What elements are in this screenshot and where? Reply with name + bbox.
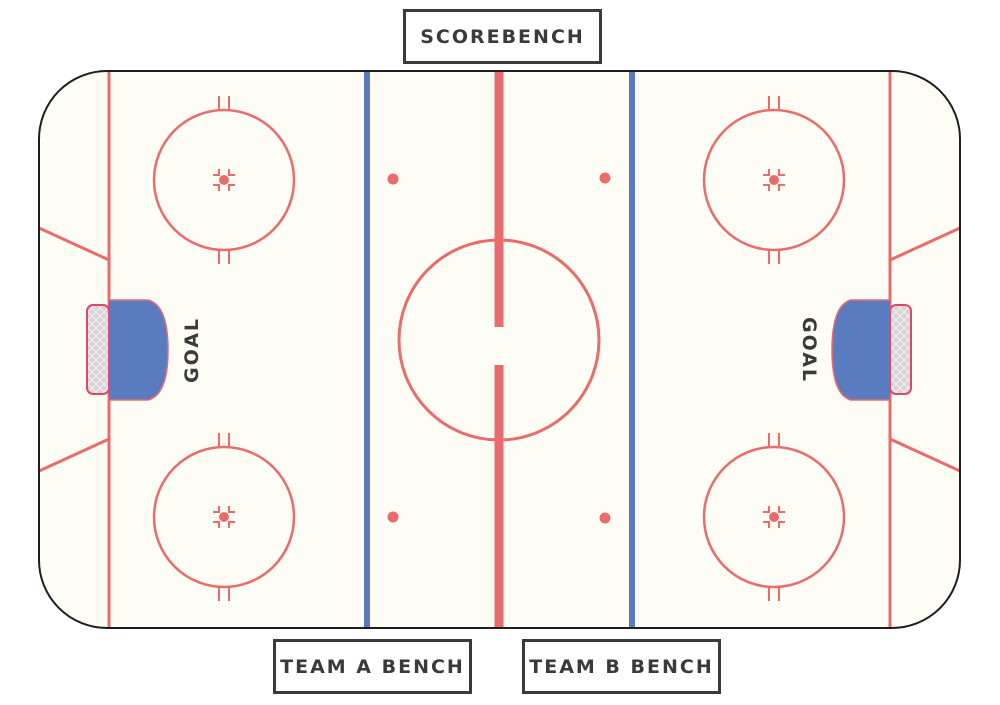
neutral-dot-bottom-left (387, 511, 399, 523)
goal-net-left (86, 304, 110, 395)
goal-label-right: GOAL (798, 317, 820, 383)
neutral-dot-top-right (599, 172, 611, 184)
faceoff-circle-top-left (152, 96, 296, 264)
team-b-bench-label: TEAM B BENCH (522, 639, 721, 694)
goal-crease-left (109, 300, 168, 400)
team-a-bench-label: TEAM A BENCH (273, 639, 472, 694)
neutral-dot-top-left (387, 173, 399, 185)
trapezoid-line-left-bottom (39, 437, 110, 473)
faceoff-circle-bottom-left (152, 433, 296, 601)
scorebench-label: SCOREBENCH (403, 9, 602, 64)
ice-surface (39, 71, 960, 628)
trapezoid-line-right-bottom (889, 437, 960, 473)
faceoff-circle-bottom-right (702, 433, 846, 601)
goal-right (831, 299, 912, 401)
trapezoid-line-left-top (39, 226, 110, 262)
goal-net-right (889, 304, 912, 395)
goal-crease-right (832, 300, 890, 400)
faceoff-circle-top-right (702, 96, 846, 264)
goal-label-left: GOAL (181, 317, 203, 383)
neutral-dot-bottom-right (599, 512, 611, 524)
goal-left (86, 299, 169, 401)
center-faceoff-circle (397, 238, 601, 442)
rink-boards (38, 70, 961, 629)
trapezoid-line-right-top (889, 226, 960, 262)
